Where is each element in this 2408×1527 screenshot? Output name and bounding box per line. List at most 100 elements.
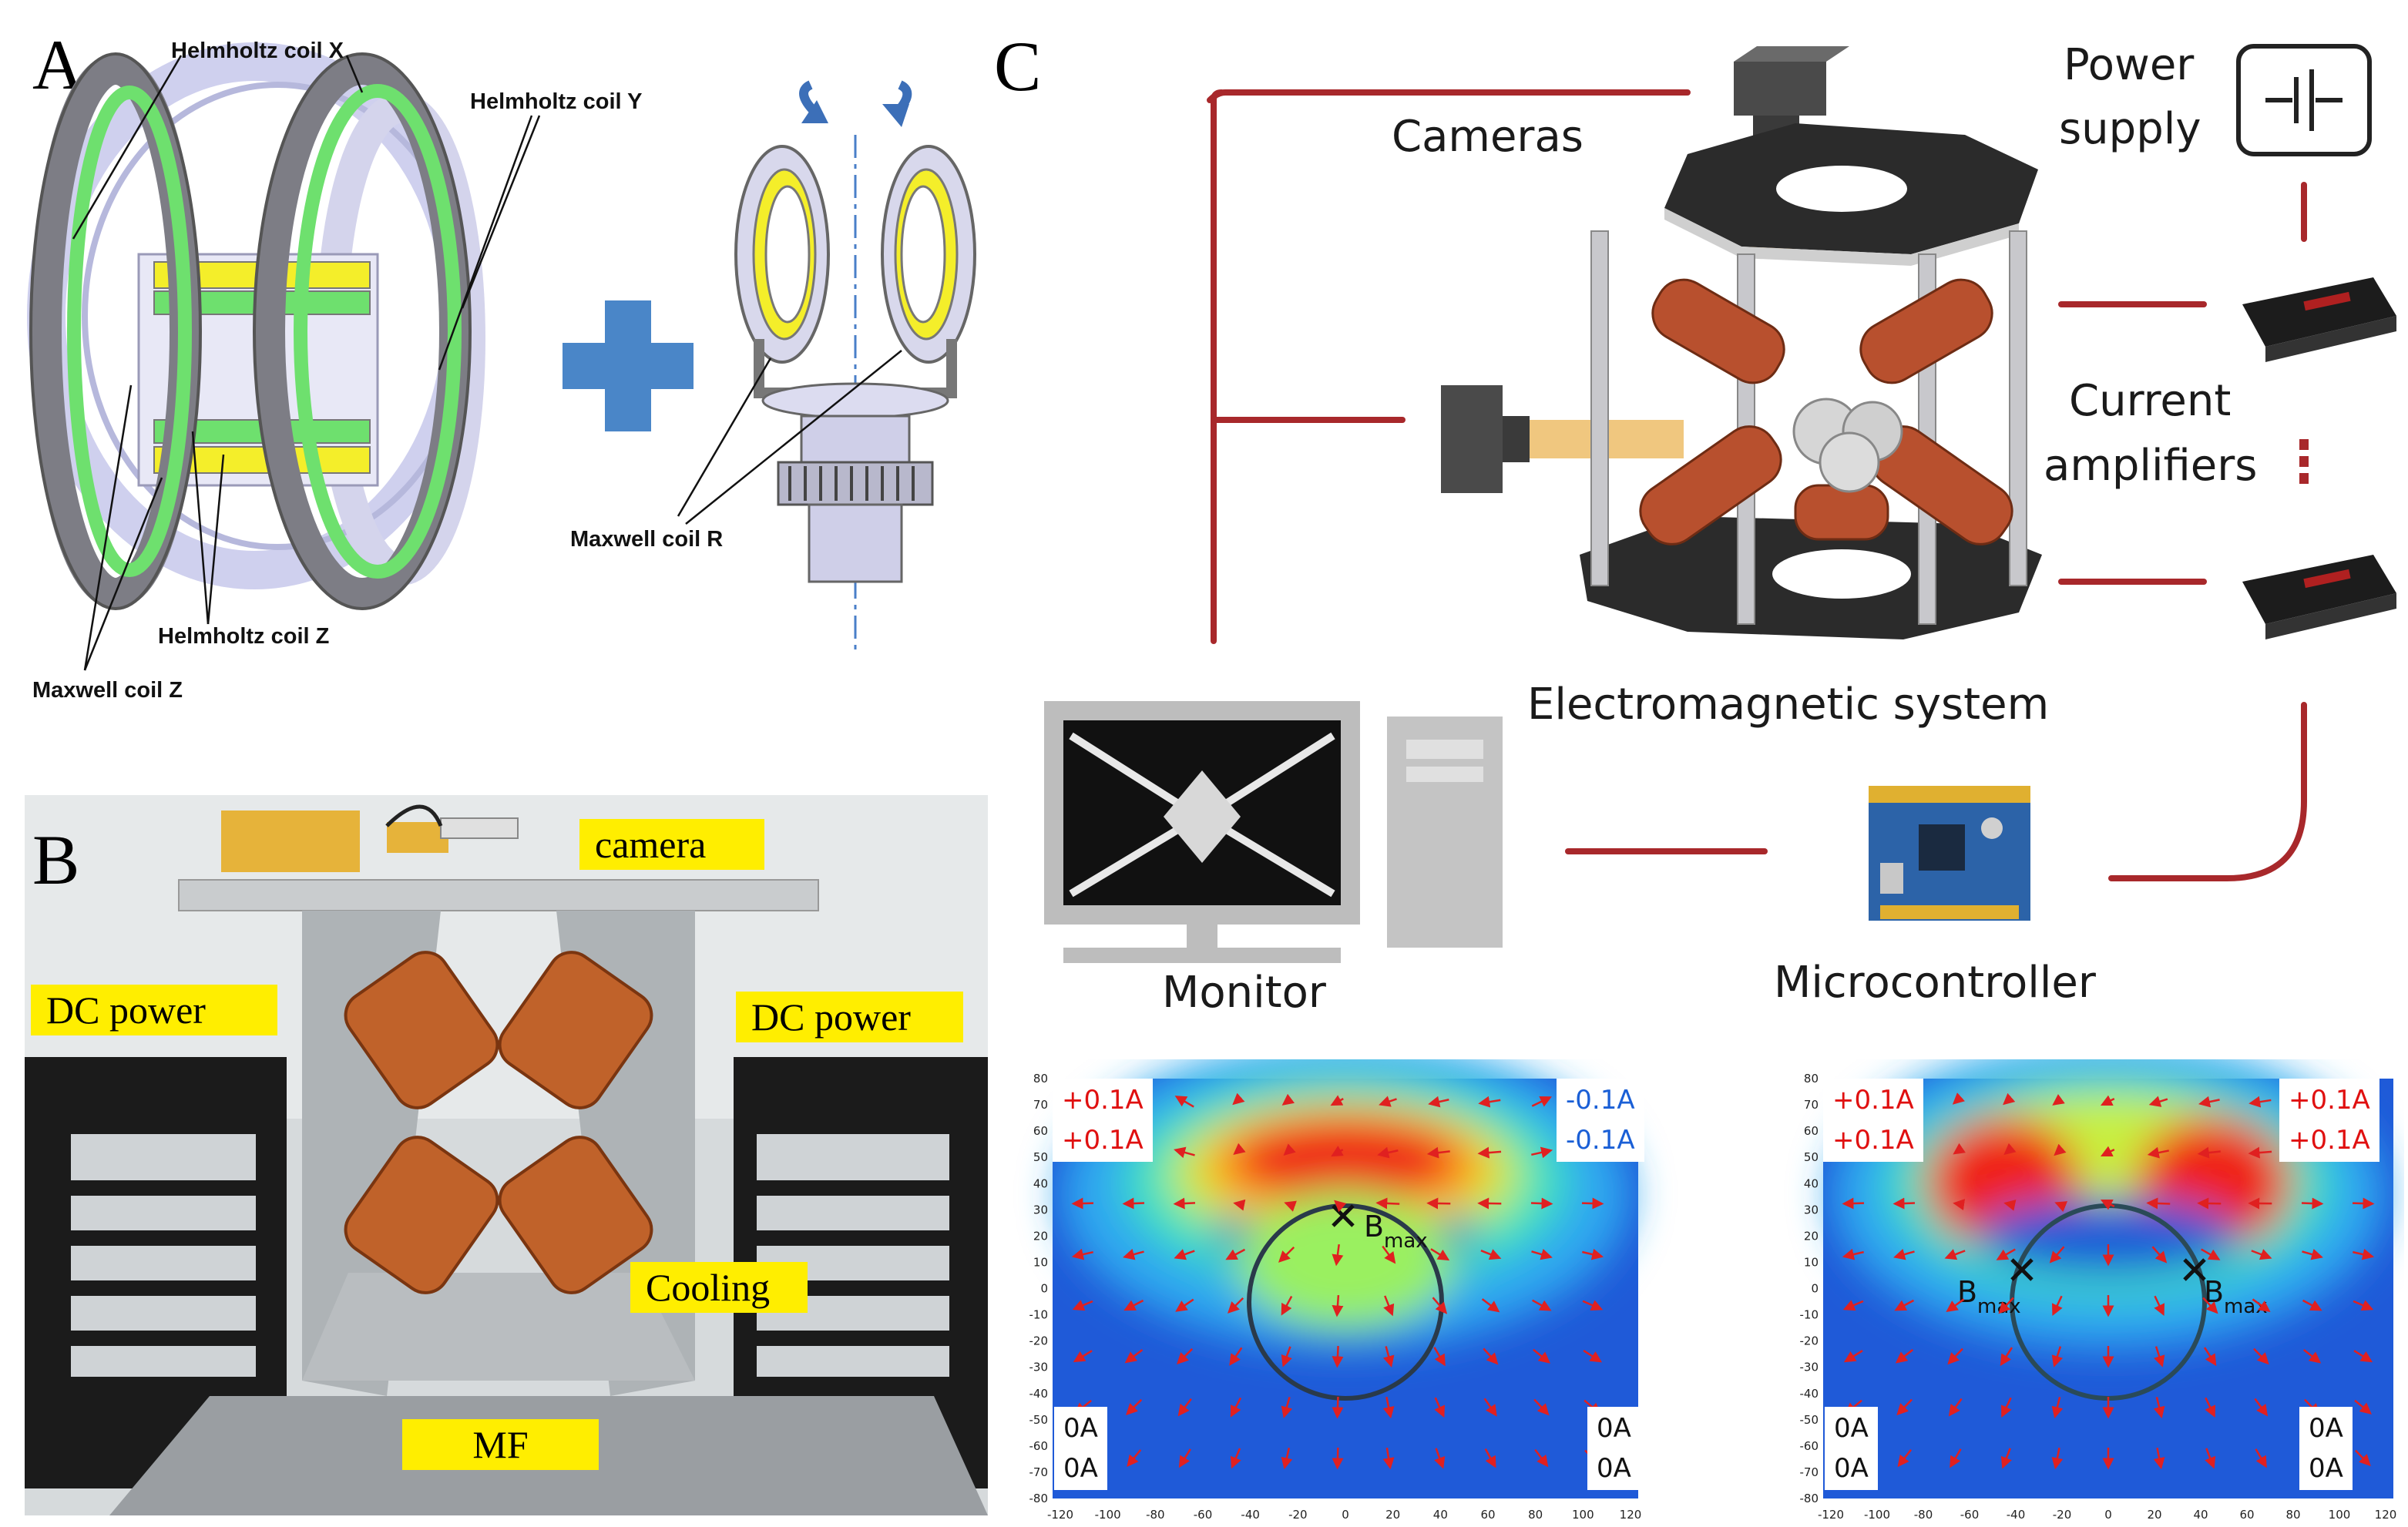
field-arrow <box>2148 1096 2168 1107</box>
x-tick-right: -20 <box>2053 1508 2072 1522</box>
field-arrow <box>1998 1297 2014 1314</box>
field-arrow <box>2003 1092 2016 1106</box>
field-arrow <box>2154 1295 2165 1317</box>
field-arrow <box>2198 1096 2220 1108</box>
field-arrow <box>2251 1249 2272 1260</box>
field-arrow <box>1281 1448 1293 1470</box>
field-arrow <box>1426 1197 1451 1210</box>
x-tick-left: -80 <box>1146 1508 1165 1522</box>
electromagnetic-system-illustration <box>1580 123 2042 639</box>
field-arrow <box>1281 1093 1295 1106</box>
field-arrow <box>1225 1248 1246 1260</box>
field-arrow <box>1126 1398 1143 1415</box>
field-arrow <box>2153 1397 2165 1419</box>
current-box-right-top-left: +0.1A+0.1A <box>1823 1079 1923 1162</box>
x-tick-left: 100 <box>1572 1508 1594 1522</box>
y-tick-left: 10 <box>1033 1255 1048 1269</box>
label-dc-power-left: DC power <box>31 985 277 1035</box>
field-arrow <box>1278 1246 1295 1263</box>
field-arrow <box>2003 1199 2017 1211</box>
y-tick-right: 80 <box>1804 1072 1819 1086</box>
label-monitor: Monitor <box>1162 968 1326 1018</box>
field-arrow <box>2054 1143 2067 1156</box>
field-arrow <box>1230 1397 1242 1418</box>
field-arrow <box>1177 1398 1192 1417</box>
field-arrow <box>1332 1294 1344 1317</box>
field-arrow <box>1893 1248 1915 1260</box>
field-arrow <box>1123 1248 1144 1260</box>
signal-wires <box>1207 89 2307 881</box>
x-tick-right: 40 <box>2193 1508 2208 1522</box>
field-arrow <box>1233 1199 1246 1211</box>
monitor-icon <box>1044 701 1503 963</box>
field-arrow <box>2197 1146 2221 1159</box>
field-maps: B max 80706050403020100-10-20-30-40-50-6… <box>1029 1059 2396 1522</box>
field-arrow <box>1281 1346 1292 1368</box>
svg-text:max: max <box>1384 1230 1428 1253</box>
y-tick-right: 20 <box>1804 1229 1819 1243</box>
y-tick-right: 60 <box>1804 1124 1819 1138</box>
field-arrow <box>1228 1297 1244 1314</box>
copper-coils <box>344 951 653 1294</box>
svg-text:max: max <box>2224 1295 2268 1318</box>
field-arrow <box>1175 1298 1194 1312</box>
field-arrow <box>1894 1299 1915 1311</box>
y-tick-right: -30 <box>1800 1361 1819 1374</box>
field-arrow <box>1382 1346 1395 1368</box>
label-power-line1: Power <box>2064 40 2195 90</box>
field-arrow <box>1842 1197 1865 1210</box>
lab-setup-photo <box>25 795 988 1515</box>
field-arrow <box>1382 1245 1396 1264</box>
field-arrow <box>1071 1197 1094 1210</box>
current-box-left-top-right: -0.1A-0.1A <box>1557 1079 1644 1162</box>
field-arrow <box>1330 1095 1344 1106</box>
current-box-right-top-right: +0.1A+0.1A <box>2279 1079 2379 1162</box>
field-arrow <box>2301 1197 2324 1210</box>
svg-text:max: max <box>1977 1295 2021 1318</box>
bmax-label-left: B <box>1364 1210 1384 1243</box>
field-arrow <box>1477 1146 1502 1159</box>
field-arrow <box>2353 1248 2375 1260</box>
plus-symbol <box>563 300 694 431</box>
x-tick-left: -40 <box>1241 1508 1260 1522</box>
y-tick-left: 40 <box>1033 1176 1048 1190</box>
y-tick-left: 30 <box>1033 1203 1048 1217</box>
x-tick-left: 0 <box>1342 1508 1349 1522</box>
y-tick-left: 80 <box>1033 1072 1048 1086</box>
field-arrow <box>2353 1350 2373 1363</box>
x-tick-right: -120 <box>1818 1508 1844 1522</box>
field-arrow <box>1430 1248 1450 1261</box>
y-tick-left: 20 <box>1033 1229 1048 1243</box>
label-power-line2: supply <box>2059 104 2201 154</box>
y-tick-left: 0 <box>1040 1282 1048 1296</box>
field-arrow <box>1233 1143 1246 1156</box>
y-tick-left: -10 <box>1029 1308 1049 1322</box>
field-arrow <box>1174 1096 1194 1108</box>
field-arrow <box>1582 1300 1604 1311</box>
label-dc-power-right: DC power <box>736 992 963 1042</box>
x-tick-left: 80 <box>1528 1508 1543 1522</box>
field-arrow <box>1897 1448 1912 1468</box>
system-schematic <box>1044 44 2396 963</box>
field-arrow <box>2302 1299 2322 1311</box>
y-tick-right: 70 <box>1804 1098 1819 1112</box>
y-tick-left: -30 <box>1029 1361 1049 1374</box>
maxwell-coil-r-assembly <box>677 80 976 655</box>
field-arrow <box>1434 1448 1446 1469</box>
field-arrow <box>2197 1197 2222 1210</box>
field-arrow <box>1428 1096 1449 1108</box>
x-tick-left: 60 <box>1480 1508 1495 1522</box>
y-tick-left: -70 <box>1029 1465 1049 1479</box>
field-arrow <box>1531 1146 1553 1159</box>
field-arrow <box>2051 1448 2064 1470</box>
field-arrow <box>1426 1146 1450 1159</box>
amplifier-icon-bottom <box>2242 555 2396 639</box>
label-helmholtz-coil-y: Helmholtz coil Y <box>470 89 643 114</box>
y-tick-right: -40 <box>1800 1387 1819 1401</box>
field-arrow <box>1383 1295 1395 1317</box>
bmax-label-right-1: B <box>1957 1275 1977 1309</box>
side-camera-icon <box>1441 385 1684 493</box>
